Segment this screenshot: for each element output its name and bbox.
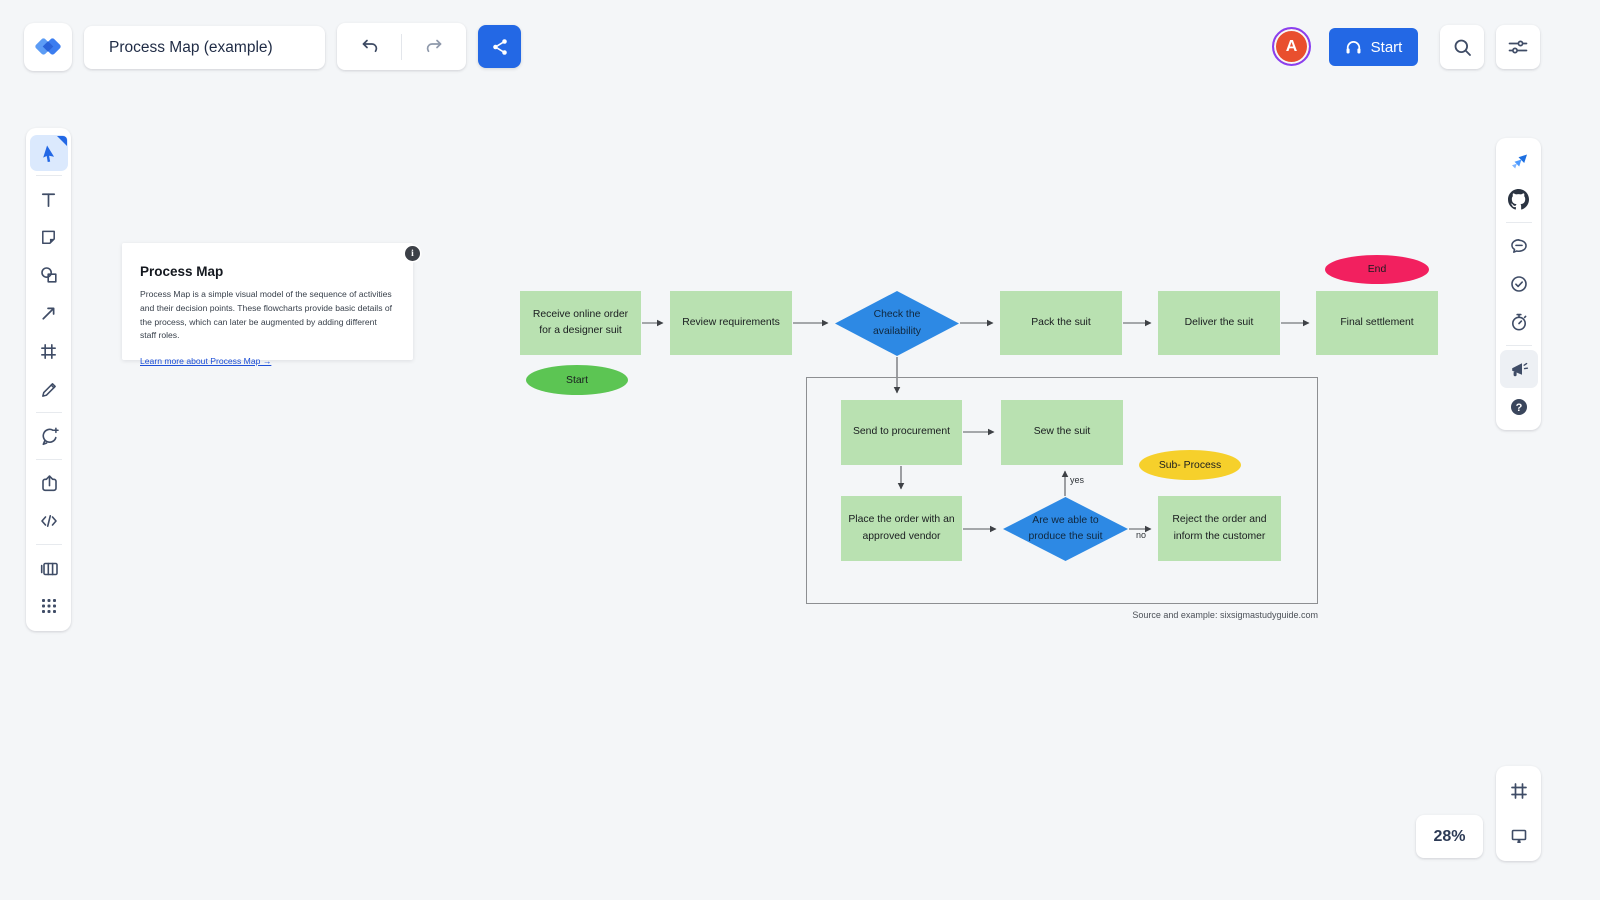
search-icon [1454,39,1471,56]
more-apps-tool[interactable] [30,587,68,625]
tasks-button[interactable] [1500,265,1538,303]
redo-icon [426,39,441,52]
info-card-body: Process Map is a simple visual model of … [140,289,393,341]
info-card-title: Process Map [140,264,224,279]
zoom-level-badge[interactable]: 28% [1416,815,1483,858]
help-icon: ? [1510,399,1527,415]
jira-icon [1511,154,1527,169]
settings-button[interactable] [1496,25,1540,69]
info-badge-icon[interactable]: i [405,246,420,261]
check-circle-icon [1510,276,1527,292]
timer-button[interactable] [1500,303,1538,341]
embed-code-tool[interactable] [30,502,68,540]
chat-bubble-icon [1510,239,1527,253]
user-avatar[interactable]: A [1272,27,1311,66]
announcements-button[interactable] [1499,350,1538,388]
text-tool[interactable] [30,180,68,218]
table-tool[interactable] [30,549,68,587]
flow-node-pack-suit[interactable]: Pack the suit [1000,291,1122,355]
frames-button[interactable] [1500,772,1538,810]
flow-terminal-start[interactable]: Start [526,365,628,395]
edge-label-yes: yes [1070,475,1085,485]
shapes-tool[interactable] [30,256,68,294]
info-card: i Process Map Process Map is a simple vi… [122,243,420,366]
present-button[interactable] [1500,817,1538,855]
undo-button[interactable] [337,23,401,70]
github-button[interactable] [1500,180,1538,218]
view-controls [1496,766,1541,861]
text-icon [41,192,56,207]
undo-icon [362,39,377,52]
help-button[interactable]: ? [1500,388,1538,426]
frame-icon [41,343,56,359]
flow-node-place-order[interactable]: Place the order with an approved vendor [841,496,962,561]
pencil-icon [42,382,56,397]
select-tool[interactable] [29,135,68,171]
sliders-icon [1508,40,1528,54]
comment-plus-icon [42,427,59,446]
sticky-note-tool[interactable] [30,218,68,256]
redo-button[interactable] [402,23,466,70]
history-controls [337,23,466,70]
connector-arrow-icon [42,307,55,320]
headset-icon [1346,41,1361,54]
tools-toolbar [26,128,71,631]
table-icon [40,562,58,576]
start-button-label: Start [1370,38,1403,56]
toolbar-divider [35,544,62,545]
flow-decision-check-availability[interactable]: Check the availability [835,291,959,356]
edge-label-no: no [1136,530,1147,540]
apps-grid-icon [41,599,56,613]
export-tool[interactable] [30,464,68,502]
tool-variant-badge [56,136,67,146]
logo-icon [35,38,61,55]
megaphone-icon [1511,362,1528,377]
toolbar-divider [1505,222,1532,223]
history-divider [401,33,402,60]
share-button[interactable] [478,25,521,68]
source-caption: Source and example: sixsigmastudyguide.c… [1132,610,1318,620]
add-comment-tool[interactable] [30,417,68,455]
learn-more-link[interactable]: Learn more about Process Map → [140,356,272,366]
svg-text:?: ? [1515,402,1522,414]
frame-tool[interactable] [30,332,68,370]
flow-node-review-requirements[interactable]: Review requirements [670,291,792,355]
sticky-note-icon [42,230,55,244]
comments-button[interactable] [1500,227,1538,265]
jira-button[interactable] [1500,142,1538,180]
frames-icon [1510,783,1527,800]
toolbar-divider [1505,345,1532,346]
flow-node-reject-order[interactable]: Reject the order and inform the customer [1158,496,1281,561]
integrations-toolbar: ? [1496,138,1541,430]
github-icon [1508,188,1529,209]
draw-tool[interactable] [30,370,68,408]
export-icon [41,475,57,492]
shapes-icon [40,267,57,283]
connector-tool[interactable] [30,294,68,332]
flow-node-final-settlement[interactable]: Final settlement [1316,291,1438,355]
toolbar-divider [35,175,62,176]
toolbar-divider [35,459,62,460]
start-call-button[interactable]: Start [1329,28,1418,66]
code-icon [40,515,57,527]
stopwatch-icon [1511,313,1526,331]
share-icon [492,38,507,55]
flow-node-sew-suit[interactable]: Sew the suit [1001,400,1123,465]
document-title-input[interactable]: Process Map (example) [84,26,325,69]
monitor-icon [1511,829,1526,843]
flow-node-deliver-suit[interactable]: Deliver the suit [1158,291,1280,355]
toolbar-divider [35,412,62,413]
flow-terminal-end[interactable]: End [1325,255,1429,284]
flow-label-sub-process[interactable]: Sub- Process [1139,450,1241,480]
app-logo[interactable] [24,23,72,71]
flow-node-receive-order[interactable]: Receive online order for a designer suit [520,291,641,355]
cursor-icon [43,145,55,162]
subprocess-frame[interactable] [806,377,1318,604]
flow-node-send-procurement[interactable]: Send to procurement [841,400,962,465]
search-button[interactable] [1440,25,1484,69]
